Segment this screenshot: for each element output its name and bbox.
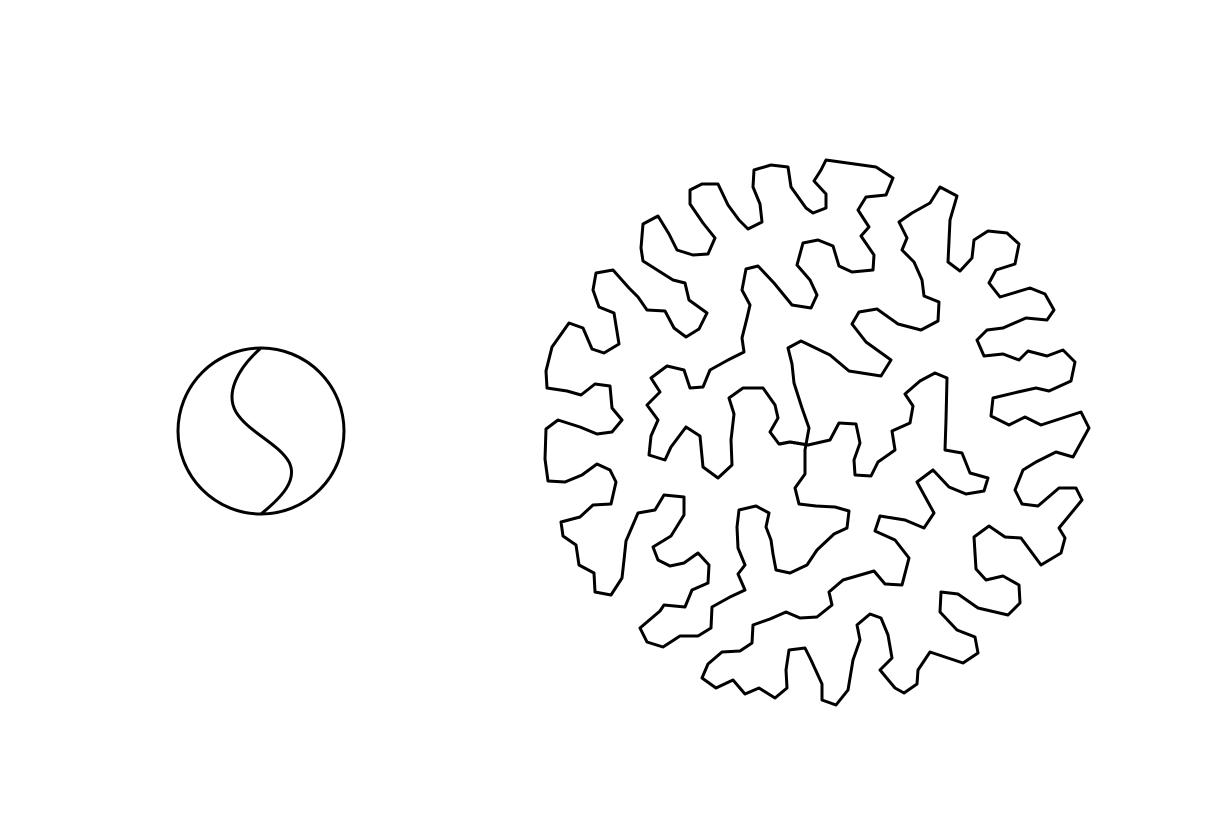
meander-boundary [543,158,1091,707]
inner-dividing-path [778,440,810,447]
simple-disc-panel [176,346,346,516]
outer-circle [176,346,346,516]
s-curve-divider [230,346,294,516]
folded-disc-panel [543,158,1091,707]
